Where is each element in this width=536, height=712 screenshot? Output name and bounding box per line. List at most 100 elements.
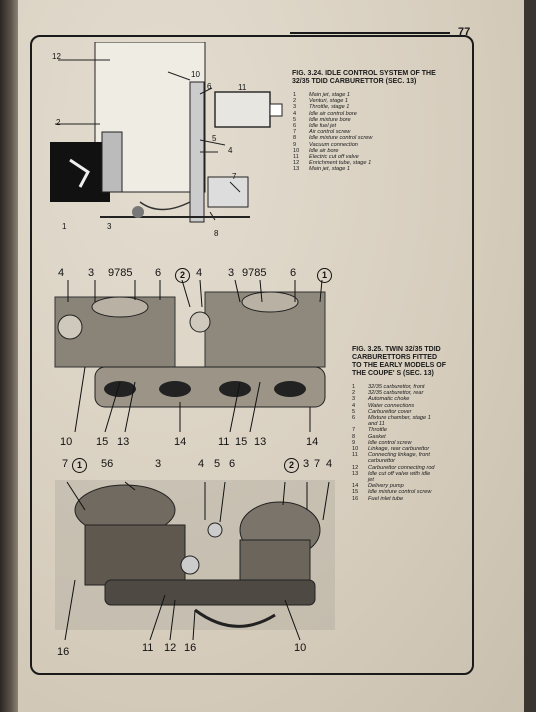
legend-number: 5	[293, 116, 297, 123]
legend-number: 10	[352, 446, 359, 453]
legend-text: Main jet, stage 1	[309, 92, 351, 98]
fig2-top-callout-4a: 4	[58, 267, 65, 279]
legend-number: 11	[352, 452, 358, 459]
fig2-bottom-callout-15a: 15	[96, 436, 109, 448]
fig2-top-callout-6a: 6	[155, 267, 162, 279]
fig3-top-callout-7b: 7	[314, 458, 321, 470]
fig2-bottom-callout-14b: 14	[306, 436, 319, 448]
fig3-top-callout-2: 2	[284, 458, 299, 473]
fig2-top-callout-6b: 6	[290, 267, 297, 279]
fig2-top-callout-9785a: 9785	[108, 267, 133, 279]
legend-text: 32/35 carburettor, rear	[368, 390, 424, 397]
legend-text: Idle mixture control screw	[368, 489, 432, 496]
fig2-top-callout-3a: 3	[88, 267, 95, 279]
fig-3-25-title-line: THE COUPE' S (SEC. 13)	[352, 370, 434, 377]
legend-text: Linkage, rear carburettor	[368, 446, 430, 453]
fig3-bottom-callout-16b: 16	[184, 642, 197, 654]
fig3-top-callout-5: 5	[214, 458, 221, 470]
callout-10: 10	[191, 70, 200, 79]
callout-12: 12	[52, 52, 61, 61]
legend-text: Electric cut off valve	[309, 154, 359, 161]
fig3-bottom-callout-12: 12	[164, 642, 177, 654]
legend-text: Idle air bore	[309, 147, 339, 154]
callout-6: 6	[207, 82, 212, 91]
legend-text: Fuel inlet tube	[368, 495, 404, 502]
fig2-bottom-callout-13a: 13	[117, 436, 130, 448]
fig3-top-callout-6: 6	[229, 458, 236, 470]
callout-11: 11	[238, 83, 247, 92]
fig2-bottom-callout-15b: 15	[235, 436, 248, 448]
fig3-top-callout-3b: 3	[303, 458, 310, 470]
page-binding-edge	[0, 0, 18, 712]
legend-number: 1	[293, 92, 297, 98]
legend-number: 4	[293, 110, 297, 117]
legend-text: Idle control screw	[368, 439, 412, 446]
legend-number: 4	[352, 402, 356, 409]
legend-text: Throttle	[368, 427, 387, 434]
legend-row: 15 Idle mixture control screw	[352, 489, 467, 495]
fig2-bottom-callout-13b: 13	[254, 436, 267, 448]
legend-number: 2	[352, 390, 356, 397]
legend-number: 3	[352, 396, 356, 403]
legend-row: 7 Throttle	[352, 427, 467, 433]
legend-row: 1 Main jet, stage 1	[293, 92, 463, 98]
legend-text: Idle cut off valve with idle	[368, 470, 431, 477]
legend-number: 9	[293, 141, 297, 148]
fig2-top-callout-9785b: 9785	[242, 267, 267, 279]
fig3-top-callout-3a: 3	[155, 458, 162, 470]
legend-text: jet	[368, 477, 374, 484]
fig2-bottom-callout-10: 10	[60, 436, 73, 448]
callout-7: 7	[232, 172, 237, 181]
fig2-top-callout-4b: 4	[196, 267, 203, 279]
twin-carburettor-photo	[54, 279, 326, 432]
legend-text: Gasket	[368, 433, 386, 440]
legend-row: and 11	[352, 421, 467, 427]
fig3-top-callout-1: 1	[72, 458, 87, 473]
fig3-bottom-callout-11: 11	[142, 642, 154, 654]
legend-number: 1	[352, 384, 356, 390]
legend-number: 10	[293, 147, 300, 154]
legend-text: Air control screw	[309, 129, 351, 136]
legend-number: 12	[352, 464, 359, 471]
legend-text: carburettor	[368, 458, 396, 465]
fig-3-25-title-line: FIG. 3.25. TWIN 32/35 TDID	[352, 346, 441, 353]
legend-number: 12	[293, 160, 300, 167]
fig2-top-callout-2: 2	[175, 268, 190, 283]
legend-number: 15	[352, 489, 359, 496]
legend-row: 10 Idle air bore	[293, 148, 463, 154]
legend-row: 10 Linkage, rear carburettor	[352, 446, 467, 452]
carburettor-assembly-photo	[55, 480, 335, 640]
legend-text: Carburettor connecting rod	[368, 464, 435, 471]
legend-number: 7	[352, 427, 356, 434]
legend-text: Delivery pump	[368, 483, 404, 490]
legend-number: 6	[352, 415, 356, 422]
legend-text: Idle mixture bore	[309, 116, 351, 123]
legend-row: carburettor	[352, 458, 467, 464]
callout-4: 4	[228, 146, 233, 155]
legend-text: Venturi, stage 1	[309, 98, 348, 105]
fig-3-25-title-line: TO THE EARLY MODELS OF	[352, 362, 446, 369]
fig-3-24-title: FIG. 3.24. IDLE CONTROL SYSTEM OF THE 32…	[292, 70, 436, 85]
legend-text: Idle mixture control screw	[309, 135, 373, 142]
fig3-top-callout-4b: 4	[326, 458, 333, 470]
fig3-bottom-callout-16a: 16	[57, 646, 70, 658]
legend-text: and 11	[368, 421, 385, 428]
